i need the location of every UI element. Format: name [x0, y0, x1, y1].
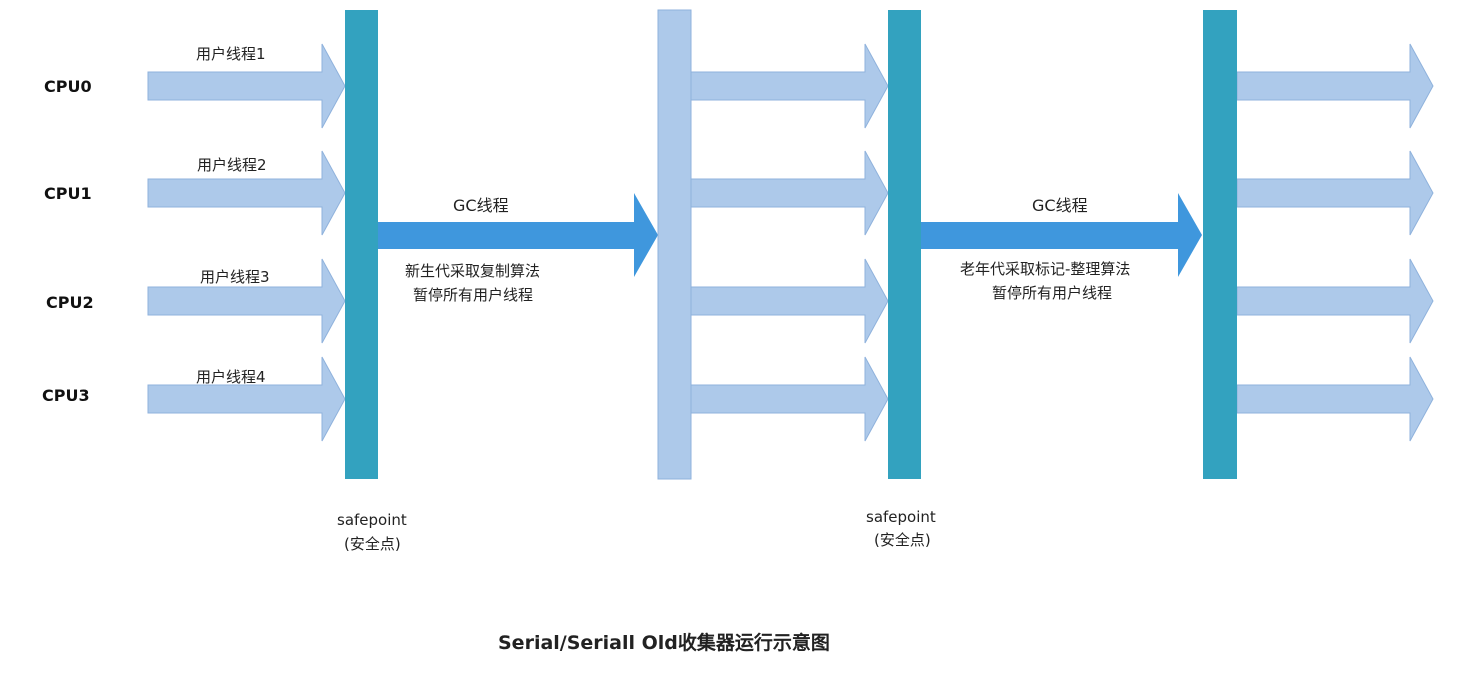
resume-bar — [657, 9, 692, 480]
gc-note-2-line-1: 老年代采取标记-整理算法 — [960, 260, 1130, 278]
user-thread-arrow-1-c — [1236, 150, 1434, 236]
gc-thread-arrow-2 — [921, 193, 1202, 277]
safepoint-bar-2 — [888, 10, 921, 479]
user-thread-label-2: 用户线程2 — [197, 156, 267, 174]
safepoint-bar-3 — [1203, 10, 1237, 479]
user-thread-label-3: 用户线程3 — [200, 268, 270, 286]
user-thread-arrow-3-c — [1236, 356, 1434, 442]
user-thread-arrow-1-b — [690, 150, 889, 236]
safepoint-sub-2: (安全点) — [874, 531, 931, 549]
user-thread-arrow-2-b — [690, 258, 889, 344]
gc-note-1-line-1: 新生代采取复制算法 — [405, 262, 540, 280]
diagram-caption: Serial/Seriall Old收集器运行示意图 — [498, 631, 830, 654]
gc-thread-label-2: GC线程 — [1032, 196, 1088, 215]
gc-thread-arrow-1 — [378, 193, 658, 277]
user-thread-arrow-1-a — [147, 150, 346, 236]
safepoint-label-2: safepoint — [866, 508, 936, 526]
user-thread-arrow-2-c — [1236, 258, 1434, 344]
user-thread-arrow-0-b — [690, 43, 889, 129]
gc-thread-label-1: GC线程 — [453, 196, 509, 215]
cpu-label-0: CPU0 — [44, 77, 92, 96]
safepoint-bar-1 — [345, 10, 378, 479]
user-thread-arrow-0-c — [1236, 43, 1434, 129]
safepoint-label-1: safepoint — [337, 511, 407, 529]
gc-note-1-line-2: 暂停所有用户线程 — [413, 286, 533, 304]
cpu-label-1: CPU1 — [44, 184, 92, 203]
user-thread-arrow-3-b — [690, 356, 889, 442]
user-thread-label-4: 用户线程4 — [196, 368, 266, 386]
cpu-label-3: CPU3 — [42, 386, 90, 405]
user-thread-label-1: 用户线程1 — [196, 45, 266, 63]
cpu-label-2: CPU2 — [46, 293, 94, 312]
user-thread-arrow-3-a — [147, 356, 346, 442]
user-thread-arrow-2-a — [147, 258, 346, 344]
user-thread-arrow-0-a — [147, 43, 346, 129]
safepoint-sub-1: (安全点) — [344, 535, 401, 553]
gc-note-2-line-2: 暂停所有用户线程 — [992, 284, 1112, 302]
